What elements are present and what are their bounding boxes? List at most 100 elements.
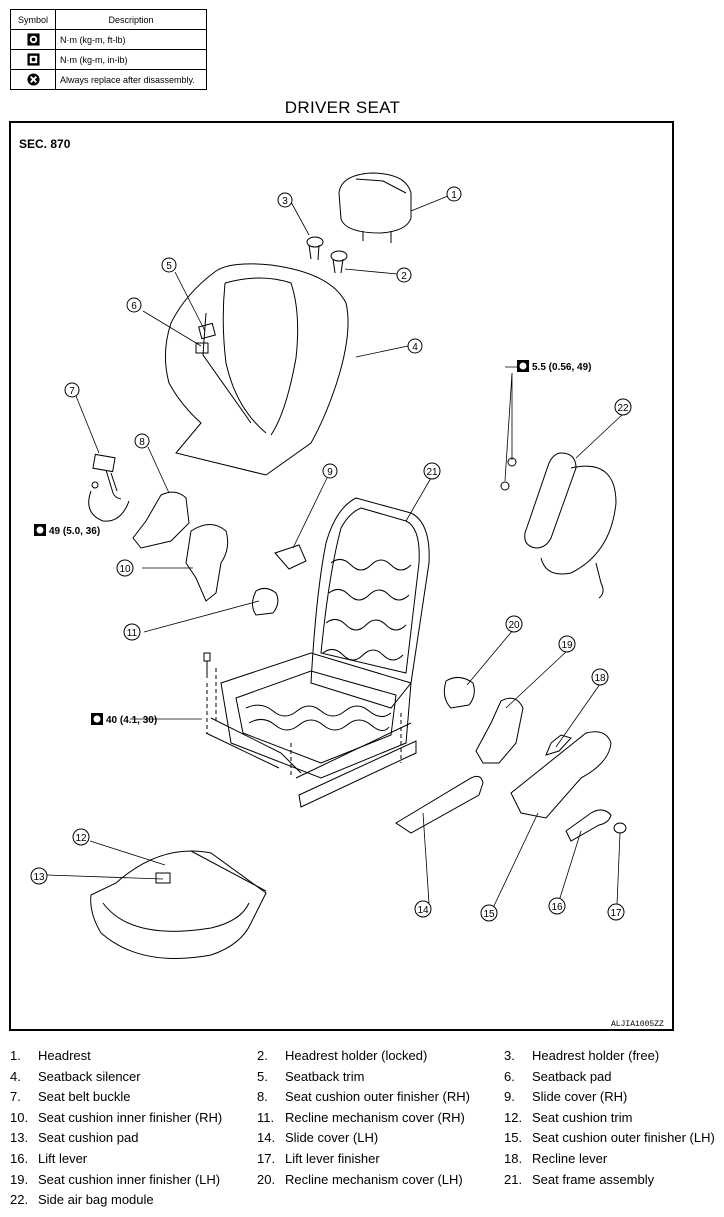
callout-13: 13 bbox=[30, 867, 48, 885]
legend-number: 12. bbox=[504, 1109, 523, 1125]
exploded-seat-diagram: 1 2 3 4 5 6 7 8 9 10 11 12 13 14 15 16 1… bbox=[19, 137, 664, 1029]
legend-item: 19. Seat cushion inner finisher (LH) bbox=[10, 1172, 220, 1187]
callout-2: 2 bbox=[396, 267, 412, 283]
torque-label-3: 40 (4.1, 30) bbox=[106, 715, 157, 726]
svg-text:5: 5 bbox=[166, 261, 172, 272]
torque-wrench-icon bbox=[91, 713, 103, 725]
svg-text:20: 20 bbox=[508, 620, 520, 631]
callout-11: 11 bbox=[123, 623, 141, 641]
symbol-desc-2: N·m (kg-m, in-lb) bbox=[55, 49, 207, 70]
inner-finisher-lh-part bbox=[475, 697, 524, 764]
legend-label: Recline mechanism cover (LH) bbox=[285, 1171, 463, 1187]
legend-number: 9. bbox=[504, 1089, 515, 1105]
legend-item: 18.Recline lever bbox=[504, 1151, 607, 1166]
svg-text:14: 14 bbox=[417, 905, 429, 916]
seatback-trim-part bbox=[165, 263, 349, 476]
legend-label: Lift lever bbox=[38, 1151, 88, 1166]
legend-item: 11.Recline mechanism cover (RH) bbox=[257, 1110, 465, 1125]
callout-12: 12 bbox=[72, 828, 90, 846]
svg-text:2: 2 bbox=[401, 271, 407, 282]
callout-14: 14 bbox=[414, 900, 432, 918]
callout-8: 8 bbox=[134, 433, 150, 449]
seat-frame-part bbox=[205, 497, 430, 808]
legend-label: Seat cushion pad bbox=[38, 1130, 139, 1146]
legend-item: 10.Seat cushion inner finisher (RH) bbox=[10, 1110, 222, 1125]
legend-label: Headrest holder (free) bbox=[532, 1048, 660, 1063]
recline-lever-part bbox=[545, 734, 572, 756]
callout-4: 4 bbox=[407, 338, 423, 354]
torque-wrench-small-icon bbox=[26, 53, 40, 66]
callout-5: 5 bbox=[161, 257, 177, 273]
legend-number: 13. bbox=[10, 1130, 29, 1146]
legend-label: Seatback silencer bbox=[38, 1068, 141, 1084]
legend-item: 15.Seat cushion outer finisher (LH) bbox=[504, 1130, 715, 1145]
legend-number: 22. bbox=[10, 1192, 29, 1208]
callout-10: 10 bbox=[116, 559, 134, 577]
torque-wrench-icon bbox=[34, 524, 46, 536]
symbol-table: Symbol Description N·m (kg-m, ft-lb) N·m… bbox=[10, 9, 207, 90]
svg-text:11: 11 bbox=[127, 628, 138, 639]
svg-text:22: 22 bbox=[617, 403, 629, 414]
legend-number: 20. bbox=[257, 1171, 276, 1187]
legend-item: 17.Lift lever finisher bbox=[257, 1151, 380, 1166]
legend-item: 1. Headrest bbox=[10, 1048, 91, 1063]
inner-finisher-rh-part bbox=[185, 524, 229, 602]
svg-text:17: 17 bbox=[610, 908, 622, 919]
legend-item: 14.Slide cover (LH) bbox=[257, 1130, 378, 1145]
legend-item: 2.Headrest holder (locked) bbox=[257, 1048, 427, 1063]
legend-label: Seat cushion inner finisher (RH) bbox=[38, 1109, 223, 1125]
svg-text:6: 6 bbox=[131, 301, 137, 312]
legend-number: 18. bbox=[504, 1151, 523, 1166]
callout-15: 15 bbox=[480, 904, 498, 922]
legend-label: Seat cushion trim bbox=[532, 1109, 633, 1125]
legend-item: 5. Seatback trim bbox=[257, 1069, 364, 1084]
legend-item: 4.Seatback silencer bbox=[10, 1069, 141, 1084]
legend-item: 7.Seat belt buckle bbox=[10, 1089, 131, 1104]
svg-text:16: 16 bbox=[551, 902, 563, 913]
legend-label: Seat belt buckle bbox=[38, 1089, 131, 1105]
headrest-holders bbox=[306, 236, 348, 274]
recline-cover-rh-part bbox=[252, 587, 279, 616]
legend-label: Seat frame assembly bbox=[532, 1171, 655, 1187]
callout-21: 21 bbox=[423, 462, 441, 480]
legend-label: Headrest bbox=[38, 1048, 91, 1063]
legend-item: 16.Lift lever bbox=[10, 1151, 87, 1166]
legend-number: 21. bbox=[504, 1171, 523, 1187]
svg-text:12: 12 bbox=[75, 833, 87, 844]
legend-label: Seat cushion inner finisher (LH) bbox=[38, 1171, 221, 1187]
legend-item: 21. Seat frame assembly bbox=[504, 1172, 654, 1187]
description-header: Description bbox=[55, 9, 207, 30]
lift-lever-part bbox=[565, 809, 612, 842]
diagram-code: ALJIA1005ZZ bbox=[611, 1020, 664, 1029]
legend-number: 17. bbox=[257, 1151, 276, 1166]
lift-lever-finisher-part bbox=[613, 822, 627, 834]
svg-text:4: 4 bbox=[412, 342, 418, 353]
torque-label-1: 5.5 (0.56, 49) bbox=[532, 362, 591, 373]
callout-17: 17 bbox=[607, 903, 625, 921]
torque-wrench-icon bbox=[26, 33, 40, 46]
legend-number: 19. bbox=[10, 1171, 29, 1187]
callout-7: 7 bbox=[64, 382, 80, 398]
svg-text:21: 21 bbox=[426, 467, 438, 478]
outer-finisher-rh-part bbox=[132, 491, 190, 549]
legend-label: Seatback pad bbox=[532, 1068, 612, 1084]
torque-label-2: 49 (5.0, 36) bbox=[49, 526, 100, 537]
legend-number: 3. bbox=[504, 1048, 515, 1063]
symbol-header: Symbol bbox=[10, 9, 56, 30]
legend-label: Side air bag module bbox=[38, 1192, 154, 1208]
legend-label: Seatback trim bbox=[285, 1068, 365, 1084]
svg-text:13: 13 bbox=[33, 872, 45, 883]
svg-text:3: 3 bbox=[282, 196, 288, 207]
legend-label: Recline mechanism cover (RH) bbox=[285, 1109, 465, 1125]
callout-22: 22 bbox=[614, 398, 632, 416]
svg-text:8: 8 bbox=[139, 437, 145, 448]
legend-number: 5. bbox=[257, 1068, 268, 1084]
seat-cushion-part bbox=[90, 850, 267, 960]
diagram-frame: 1 2 3 4 5 6 7 8 9 10 11 12 13 14 15 16 1… bbox=[9, 121, 674, 1031]
seat-belt-buckle-part bbox=[88, 453, 130, 522]
callout-6: 6 bbox=[126, 297, 142, 313]
legend-number: 1. bbox=[10, 1048, 21, 1063]
legend-number: 6. bbox=[504, 1068, 515, 1084]
svg-text:18: 18 bbox=[594, 673, 606, 684]
legend-item: 22. Side air bag module bbox=[10, 1192, 154, 1207]
